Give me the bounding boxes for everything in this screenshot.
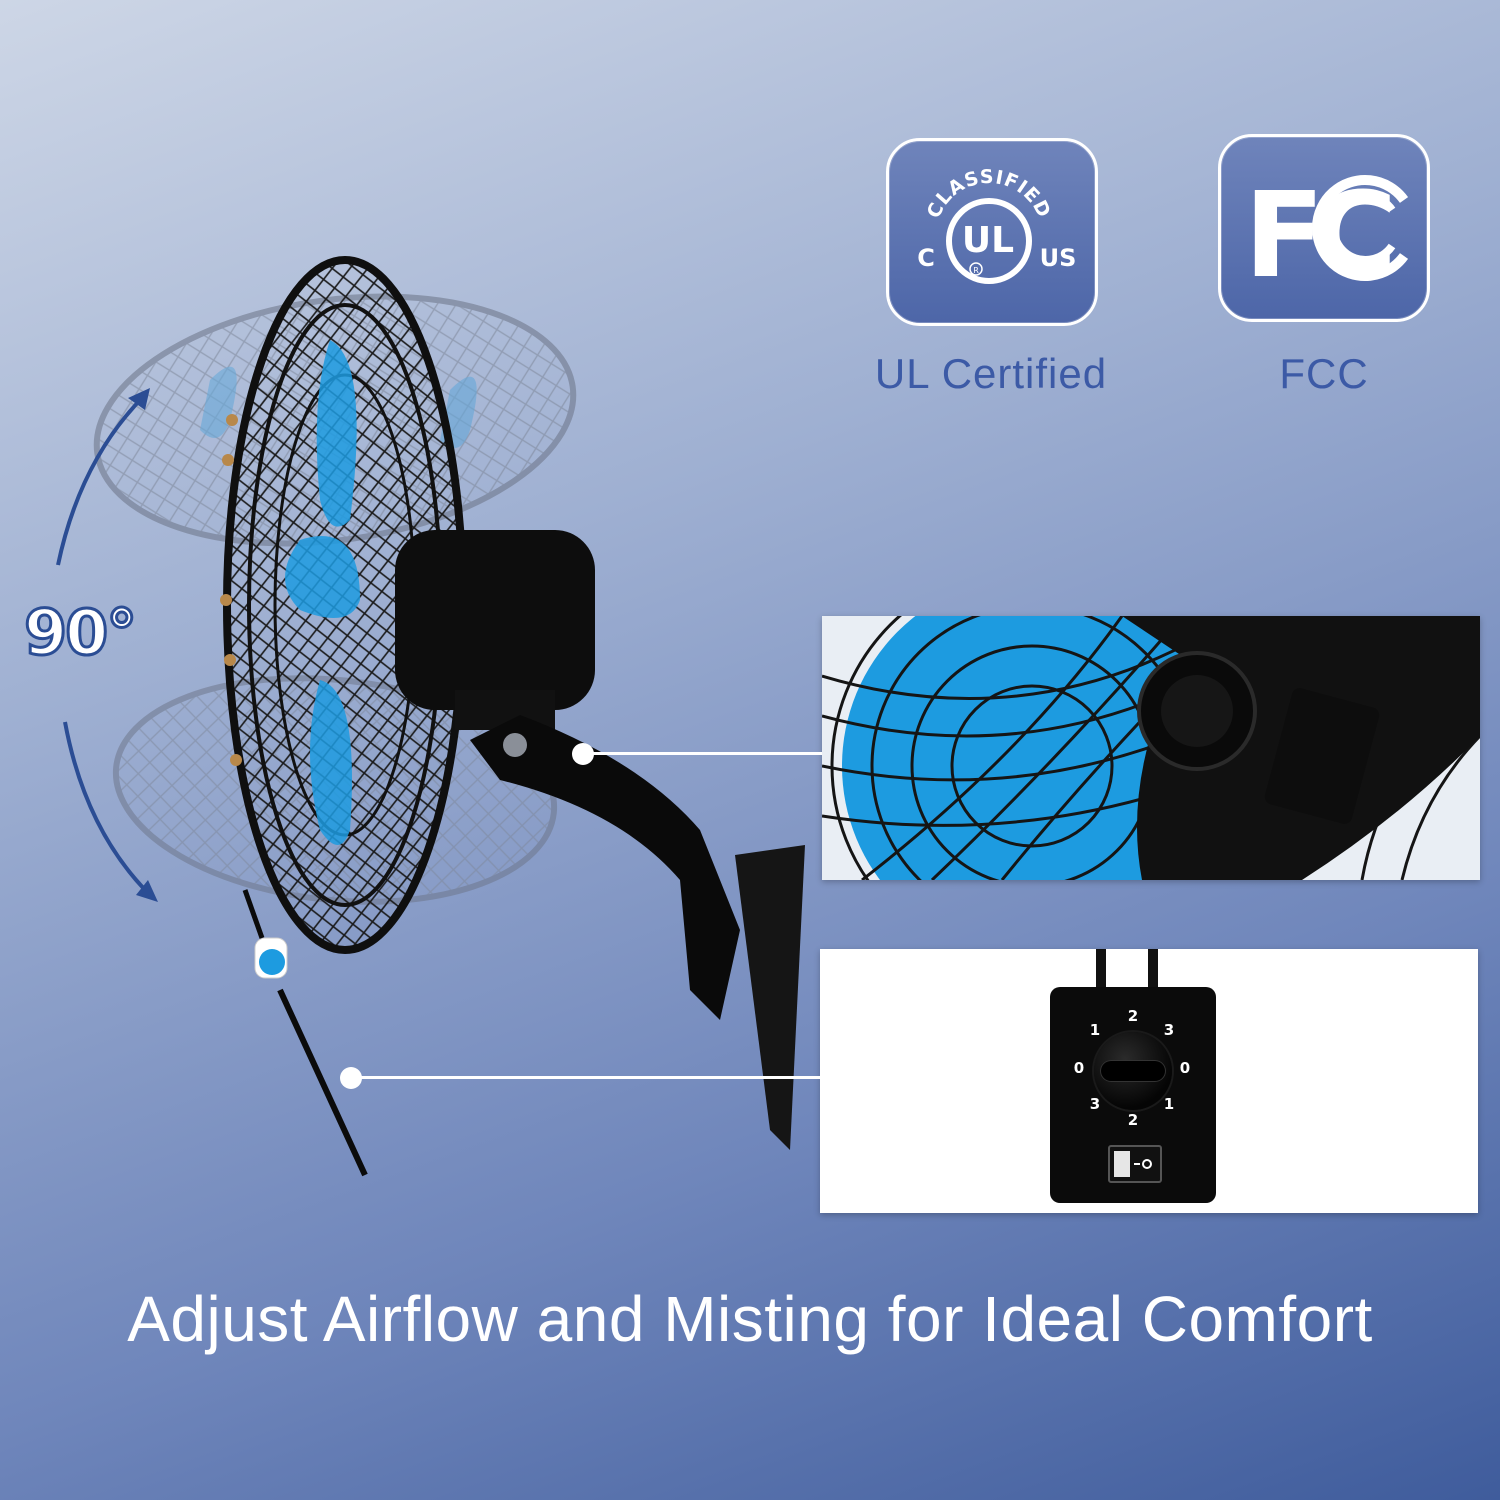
rotation-arrow-upper [56,393,147,566]
ul-seal-icon: CLASSIFIED UL C US R [917,166,1077,284]
tilt-knob-icon [1137,651,1257,771]
fcc-logo-icon: FC [1244,166,1409,304]
wall-mount-arm [470,715,805,1150]
rotation-angle-label: 90° [22,595,138,671]
motor-housing [395,530,595,730]
fcc-label: FCC [1279,350,1369,397]
fcc-mark-text: FC [1244,166,1391,304]
rotation-arrow-lower [63,721,152,897]
dial-number: 3 [1163,1021,1175,1039]
ul-us-letters: US [1040,244,1077,272]
ul-classified-text: CLASSIFIED [923,166,1054,222]
speed-dial-grip [1100,1060,1166,1082]
speed-control-panel: 2 1 3 0 0 3 1 2 [1050,987,1216,1203]
ul-letters: UL [962,220,1014,261]
ul-registered-mark: R [973,266,979,275]
water-hose [242,889,368,1177]
fcc-certification-badge: FC [1218,134,1430,322]
fan-cage [220,256,467,954]
tilt-knob-closeup [822,616,1480,880]
dial-number: 0 [1179,1059,1191,1077]
switch-cable-right [1148,949,1158,989]
speed-dial-knob[interactable] [1094,1032,1172,1110]
fan-illustration [56,256,805,1177]
power-rocker-switch[interactable] [1108,1145,1162,1183]
svg-text:CLASSIFIED: CLASSIFIED [923,166,1055,222]
power-switch-icon [1114,1151,1152,1177]
dial-number: 0 [1073,1059,1085,1077]
ul-certified-label: UL Certified [874,350,1108,397]
speed-switch-closeup: 2 1 3 0 0 3 1 2 [820,949,1478,1213]
tilt-knob-photo [822,616,1480,880]
dial-number: 2 [1127,1111,1139,1129]
dial-number: 1 [1089,1021,1101,1039]
ul-c-letter: C [917,244,935,272]
headline: Adjust Airflow and Misting for Ideal Com… [127,1283,1373,1355]
switch-cable-left [1096,949,1106,989]
callout-line-knob [583,752,822,755]
dial-number: 2 [1127,1007,1139,1025]
ul-certification-badge: CLASSIFIED UL C US R [886,138,1098,326]
callout-line-switch [351,1076,820,1079]
dial-number: 1 [1163,1095,1175,1113]
dial-number: 3 [1089,1095,1101,1113]
